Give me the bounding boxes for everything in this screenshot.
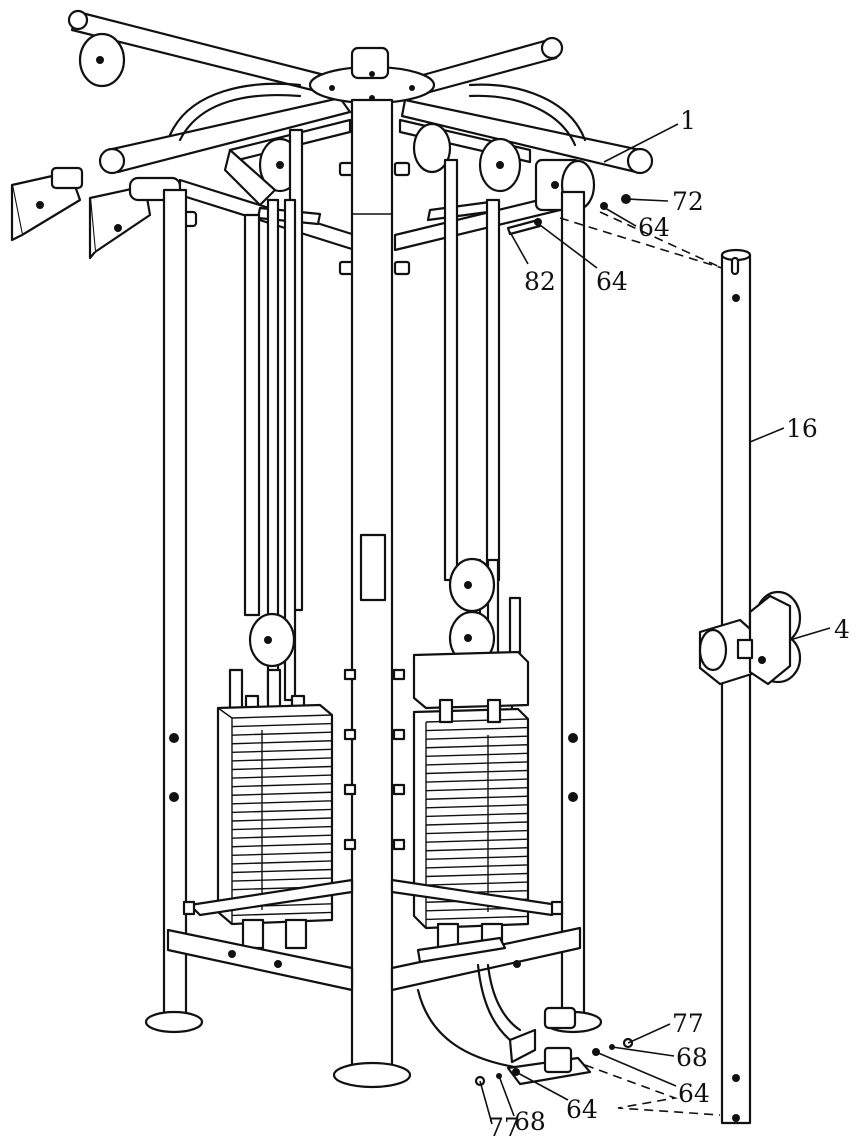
plate-line (231, 911, 333, 917)
plate-line (231, 800, 333, 805)
plate-line (231, 722, 333, 728)
callout-4: 4 (834, 615, 850, 644)
left-stack-plates (231, 722, 333, 917)
callout-68-bottom: 68 (514, 1107, 546, 1136)
callout-64-bottom: 64 (566, 1095, 598, 1124)
plate-line (231, 740, 333, 745)
plate-line (231, 757, 333, 762)
plate-line (425, 761, 529, 766)
plate-line (231, 860, 333, 865)
plate-line (231, 851, 333, 857)
right-stack-plates (425, 726, 529, 921)
plate-line (425, 726, 529, 732)
plate-line (231, 834, 333, 839)
plate-line (231, 868, 333, 874)
plate-line (425, 769, 529, 775)
plate-line (231, 774, 333, 779)
plate-line (425, 855, 529, 861)
plate-line (425, 795, 529, 800)
plate-line (231, 808, 333, 814)
plate-line (231, 825, 333, 831)
plate-line (425, 778, 529, 783)
callout-1: 1 (680, 106, 696, 135)
plate-line (231, 877, 333, 882)
plate-line (425, 872, 529, 878)
plate-line (425, 786, 529, 792)
callout-leaders (479, 123, 831, 1125)
plate-line (231, 843, 333, 848)
callout-77-bottom: 77 (488, 1113, 520, 1141)
plate-line (425, 838, 529, 843)
plate-line (425, 804, 529, 809)
plate-line (425, 735, 529, 740)
plate-line (425, 864, 529, 869)
plate-line (231, 791, 333, 796)
plate-line (425, 829, 529, 835)
plate-line (425, 915, 529, 921)
plate-line (425, 881, 529, 886)
plate-line (231, 731, 333, 736)
plate-line (425, 847, 529, 852)
callout-64-lower: 64 (596, 267, 628, 296)
plate-line (231, 817, 333, 822)
plate-line (425, 744, 529, 749)
callout-77-right: 77 (672, 1009, 704, 1038)
frame-posts (144, 98, 603, 1089)
plate-line (425, 752, 529, 758)
plate-line (231, 765, 333, 771)
callout-82: 82 (524, 267, 556, 296)
plate-line (425, 812, 529, 818)
callout-72: 72 (672, 187, 704, 216)
right-weight-stack (412, 557, 530, 952)
callout-16: 16 (786, 414, 818, 443)
callout-64-right: 64 (678, 1079, 710, 1108)
plate-line (425, 821, 529, 826)
callout-labels: 1 72 64 64 82 16 4 77 68 64 64 68 77 (488, 106, 850, 1141)
part-16-upright (720, 248, 752, 1125)
part-4-pulley-carriage (698, 590, 802, 686)
callout-64-upper: 64 (638, 213, 670, 242)
left-weight-stack (216, 198, 334, 950)
callout-68-right: 68 (676, 1043, 708, 1072)
plate-line (231, 782, 333, 788)
plate-line (231, 748, 333, 754)
base-frame (166, 878, 592, 1086)
